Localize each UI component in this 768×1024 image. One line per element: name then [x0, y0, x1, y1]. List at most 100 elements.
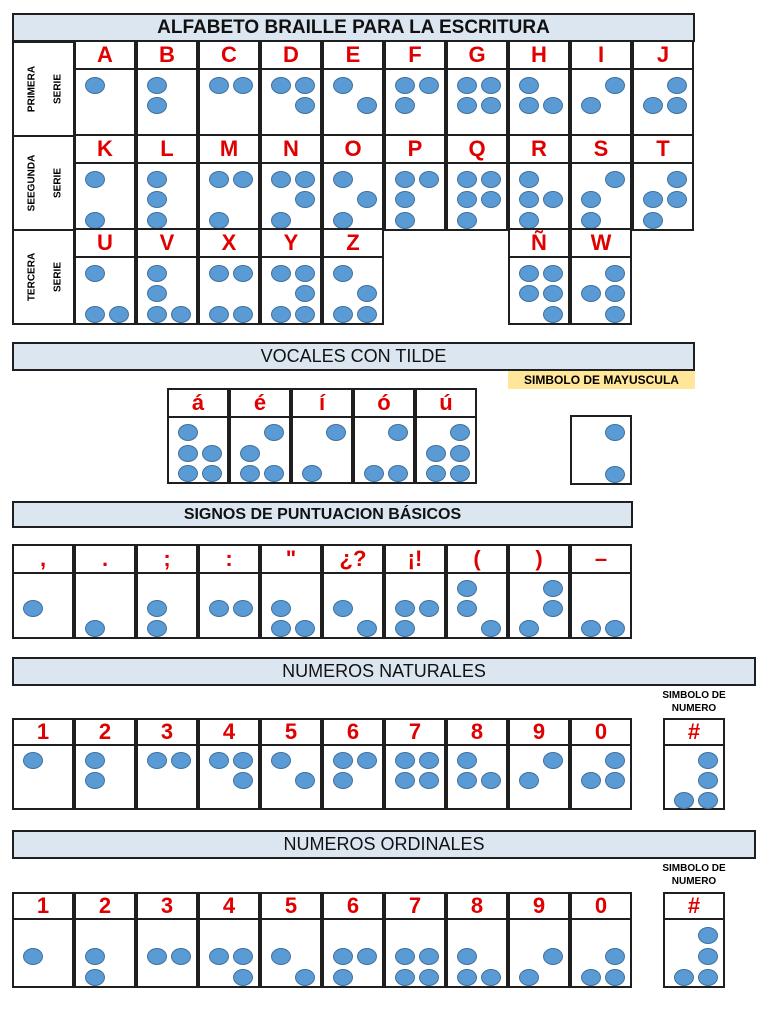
braille-dot-3 — [270, 212, 291, 230]
braille-dot-1 — [456, 170, 477, 188]
ordinal-5-header: 6 — [322, 892, 384, 920]
letter-2-0-cell — [74, 162, 136, 231]
letter-3-6-cell — [570, 256, 632, 325]
natural-number-symbol-cell — [663, 744, 725, 810]
braille-dot-2 — [642, 97, 663, 115]
braille-dot-6 — [264, 465, 285, 483]
braille-dot-5 — [543, 285, 564, 303]
braille-dot-5 — [233, 947, 254, 965]
braille-dot-6 — [481, 620, 502, 638]
braille-dot-4 — [233, 170, 254, 188]
ordinal-9-header: 0 — [570, 892, 632, 920]
braille-dot-6 — [295, 620, 316, 638]
letter-2-1-header: L — [136, 134, 198, 164]
vowel-0-cell — [167, 416, 229, 484]
braille-dot-3 — [332, 212, 353, 230]
vowels-title: VOCALES CON TILDE — [12, 342, 695, 371]
natural-9-cell — [570, 744, 632, 810]
braille-dot-6 — [171, 306, 192, 324]
letter-2-7-header: R — [508, 134, 570, 164]
ordinal-1-cell — [74, 918, 136, 988]
braille-dot-3 — [177, 465, 198, 483]
braille-dot-1 — [456, 76, 477, 94]
braille-dot-3 — [84, 620, 105, 638]
letter-3-0-cell — [74, 256, 136, 325]
braille-dot-1 — [146, 264, 167, 282]
letter-2-4-cell — [322, 162, 384, 231]
braille-dot-3 — [239, 465, 260, 483]
braille-dot-4 — [543, 752, 564, 770]
natural-0-cell — [12, 744, 74, 810]
number-symbol-label-2: SIMBOLO DE NUMERO — [650, 862, 738, 888]
natural-0-header: 1 — [12, 718, 74, 746]
series-segunda-label: SEEGUNDA — [26, 154, 38, 212]
ordinal-1-header: 2 — [74, 892, 136, 920]
braille-dot-4 — [419, 76, 440, 94]
letter-2-3-header: N — [260, 134, 322, 164]
punct-8-cell — [508, 572, 570, 639]
braille-dot-6 — [202, 465, 223, 483]
ordinal-8-cell — [508, 918, 570, 988]
braille-dot-3 — [146, 212, 167, 230]
braille-dot-1 — [208, 752, 229, 770]
ordinal-2-cell — [136, 918, 198, 988]
braille-dot-5 — [543, 97, 564, 115]
number-symbol-label-2-bottom: NUMERO — [671, 876, 717, 887]
punct-4-header: " — [260, 544, 322, 574]
braille-dot-6 — [388, 465, 409, 483]
natural-8-cell — [508, 744, 570, 810]
natural-2-header: 3 — [136, 718, 198, 746]
natural-3-header: 4 — [198, 718, 260, 746]
braille-dot-1 — [84, 752, 105, 770]
letter-3-4-header: Z — [322, 228, 384, 258]
braille-dot-5 — [543, 947, 564, 965]
braille-dot-5 — [295, 191, 316, 209]
natural-3-cell — [198, 744, 260, 810]
braille-dot-3 — [84, 212, 105, 230]
braille-dot-4 — [605, 752, 626, 770]
braille-dot-2 — [394, 97, 415, 115]
braille-dot-6 — [605, 306, 626, 324]
braille-dot-4 — [264, 424, 285, 442]
braille-dot-1 — [146, 752, 167, 770]
braille-dot-5 — [481, 771, 502, 789]
braille-dot-4 — [419, 170, 440, 188]
braille-dot-1 — [84, 264, 105, 282]
braille-dot-5 — [543, 191, 564, 209]
vowel-3-cell — [353, 416, 415, 484]
braille-dot-2 — [146, 97, 167, 115]
letter-3-0-header: U — [74, 228, 136, 258]
braille-dot-4 — [605, 423, 626, 441]
braille-dot-6 — [481, 968, 502, 986]
letter-2-1-cell — [136, 162, 198, 231]
series-tercera: TERCERA SERIE — [12, 229, 75, 325]
braille-dot-5 — [357, 947, 378, 965]
braille-dot-6 — [233, 306, 254, 324]
braille-dot-5 — [698, 947, 719, 965]
braille-dot-5 — [667, 191, 688, 209]
braille-dot-2 — [456, 947, 477, 965]
braille-dot-2 — [146, 600, 167, 618]
series-tercera-label: TERCERA — [26, 252, 38, 302]
series-primera-label: PRIMERA — [26, 65, 38, 113]
letter-2-9-cell — [632, 162, 694, 231]
letter-2-4-header: O — [322, 134, 384, 164]
punct-0-header: , — [12, 544, 74, 574]
braille-dot-1 — [270, 76, 291, 94]
braille-dot-1 — [84, 76, 105, 94]
braille-dot-5 — [171, 947, 192, 965]
letter-3-2-cell — [198, 256, 260, 325]
vowel-1-header: é — [229, 388, 291, 418]
braille-dot-1 — [208, 76, 229, 94]
braille-dot-3 — [518, 212, 539, 230]
braille-dot-2 — [208, 947, 229, 965]
braille-dot-1 — [146, 170, 167, 188]
natural-7-header: 8 — [446, 718, 508, 746]
braille-dot-1 — [270, 170, 291, 188]
letter-3-3-header: Y — [260, 228, 322, 258]
braille-dot-1 — [177, 424, 198, 442]
letter-2-0-header: K — [74, 134, 136, 164]
letter-1-1-header: B — [136, 40, 198, 70]
braille-dot-2 — [239, 444, 260, 462]
letter-1-9-header: J — [632, 40, 694, 70]
